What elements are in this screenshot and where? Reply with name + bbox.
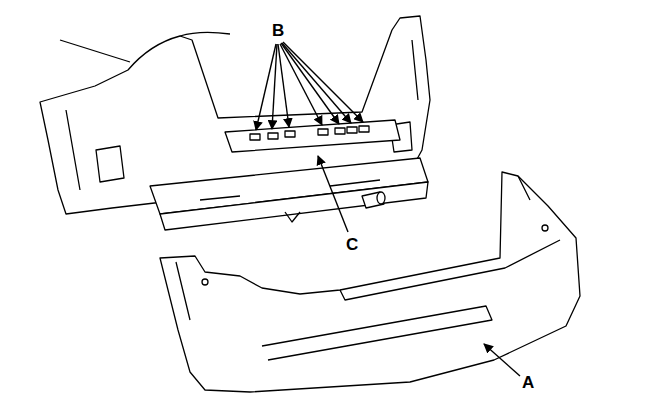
leader-line <box>280 44 322 125</box>
cover-edge <box>176 176 530 320</box>
callout-letter: A <box>522 374 534 391</box>
bracket <box>285 212 300 222</box>
leader-line <box>484 344 520 376</box>
clip-hole <box>359 126 369 132</box>
lamp-recess <box>96 146 124 182</box>
clip-hole <box>202 279 208 285</box>
body-panel <box>40 16 430 214</box>
clip-hole <box>285 131 295 137</box>
pillar-line <box>180 32 230 36</box>
beam-face <box>160 182 428 230</box>
cover-top-edge <box>340 240 560 300</box>
leader-line <box>318 156 348 232</box>
clip-hole <box>335 128 345 134</box>
leader-line <box>282 43 351 123</box>
leader-line <box>272 44 277 129</box>
cover-recess <box>262 306 492 360</box>
leader-line <box>278 44 289 127</box>
exhaust-end <box>377 192 385 204</box>
leader-line <box>281 43 339 124</box>
clip-hole <box>318 129 328 135</box>
roof-line <box>60 40 130 62</box>
clip-hole <box>347 127 357 133</box>
leader-line <box>256 44 276 130</box>
callout-letter: C <box>346 236 358 253</box>
clip-hole <box>542 225 548 231</box>
beam-detail <box>200 180 380 200</box>
clip-hole <box>268 133 278 139</box>
exhaust-pipe <box>362 192 384 208</box>
callout-letter: B <box>272 22 284 39</box>
bumper-cover <box>160 172 580 392</box>
leader-line <box>283 42 363 122</box>
upper-panel <box>225 120 400 152</box>
clip-hole <box>250 134 260 140</box>
